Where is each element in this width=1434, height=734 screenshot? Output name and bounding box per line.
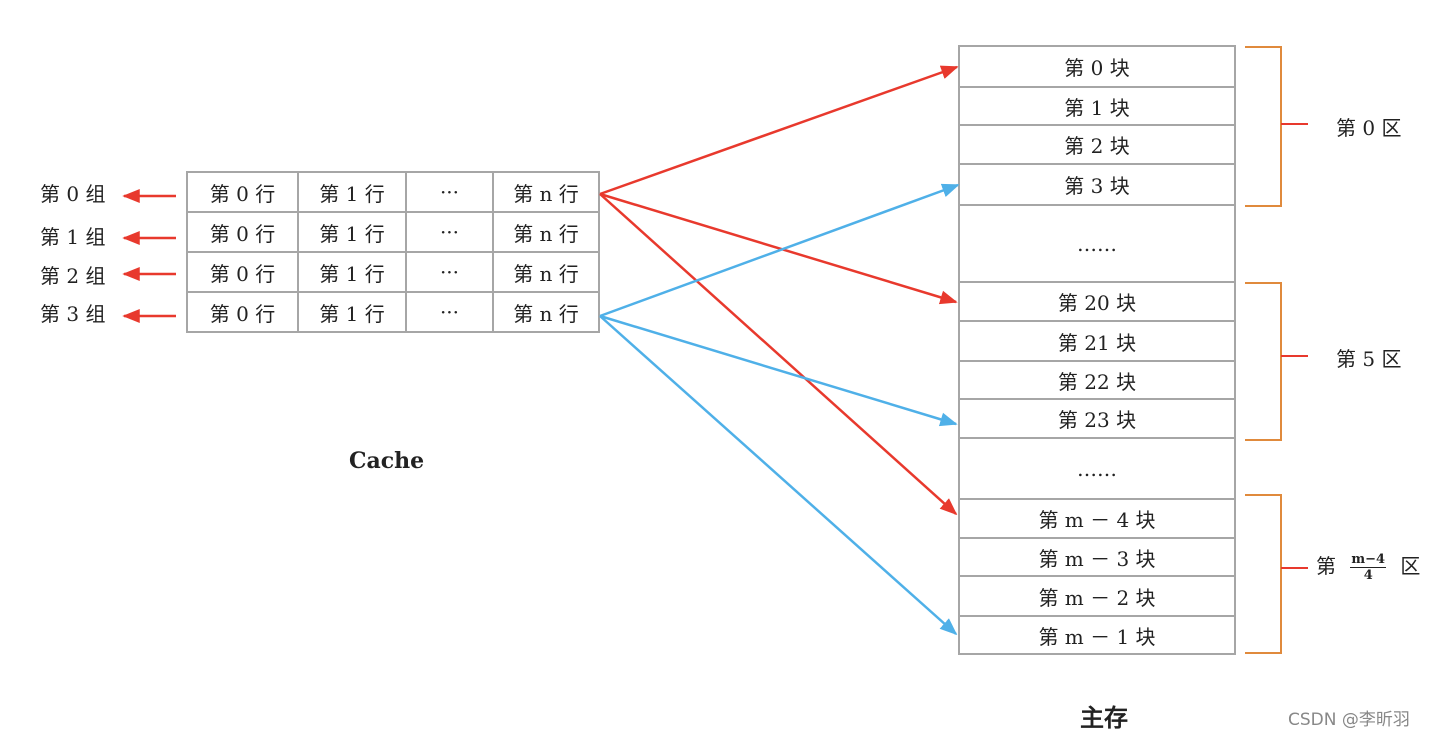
cache-row: 第 0 行 第 1 行 ··· 第 n 行 — [186, 291, 600, 333]
zone-fraction-numerator: m−4 — [1350, 552, 1387, 568]
cache-cell: ··· — [405, 251, 494, 293]
memory-block: 第 m － 1 块 — [958, 615, 1236, 655]
cache-cell: 第 n 行 — [492, 211, 600, 253]
mapping-arrow-blue — [599, 314, 958, 427]
cache-cell: 第 1 行 — [297, 251, 407, 293]
cache-cell: 第 1 行 — [297, 171, 407, 213]
cache-cell: 第 0 行 — [186, 251, 299, 293]
cache-row: 第 0 行 第 1 行 ··· 第 n 行 — [186, 171, 600, 213]
cache-table: 第 0 行 第 1 行 ··· 第 n 行 第 0 行 第 1 行 ··· 第 … — [186, 171, 600, 333]
cache-cell: 第 n 行 — [492, 251, 600, 293]
cache-cell: 第 1 行 — [297, 291, 407, 333]
cache-row: 第 0 行 第 1 行 ··· 第 n 行 — [186, 251, 600, 293]
zone-fraction-denominator: 4 — [1363, 568, 1373, 583]
mapping-arrow-blue — [599, 183, 960, 318]
cache-cell: ··· — [405, 171, 494, 213]
cache-title: Cache — [349, 448, 425, 474]
zone-bracket-0 — [1245, 46, 1282, 207]
zone-label-last: 第 m−4 4 区 — [1316, 550, 1420, 583]
mapping-arrow-red — [599, 193, 958, 516]
cache-row: 第 0 行 第 1 行 ··· 第 n 行 — [186, 211, 600, 253]
cache-cell: 第 1 行 — [297, 211, 407, 253]
group-label-3: 第 3 组 — [40, 302, 106, 326]
cache-cell: 第 0 行 — [186, 211, 299, 253]
zone-last-prefix: 第 — [1316, 554, 1336, 578]
mapping-arrow-blue — [599, 315, 958, 636]
cache-cell: ··· — [405, 291, 494, 333]
cache-cell: 第 n 行 — [492, 291, 600, 333]
memory-title: 主存 — [1080, 703, 1128, 732]
cache-cell: 第 0 行 — [186, 291, 299, 333]
zone-bracket-last — [1245, 494, 1282, 654]
group-label-0: 第 0 组 — [40, 182, 106, 206]
mapping-arrow-red — [599, 65, 959, 196]
zone-last-suffix: 区 — [1400, 554, 1421, 578]
zone-label-5: 第 5 区 — [1336, 347, 1402, 371]
zone-label-0: 第 0 区 — [1336, 116, 1402, 140]
cache-cell: ··· — [405, 211, 494, 253]
group-label-1: 第 1 组 — [40, 225, 106, 249]
cache-cell: 第 n 行 — [492, 171, 600, 213]
group-label-2: 第 2 组 — [40, 264, 106, 288]
mapping-arrow-red — [599, 192, 958, 305]
cache-cell: 第 0 行 — [186, 171, 299, 213]
zone-bracket-5 — [1245, 282, 1282, 441]
zone-fraction: m−4 4 — [1350, 552, 1387, 583]
watermark: CSDN @李昕羽 — [1288, 710, 1410, 730]
